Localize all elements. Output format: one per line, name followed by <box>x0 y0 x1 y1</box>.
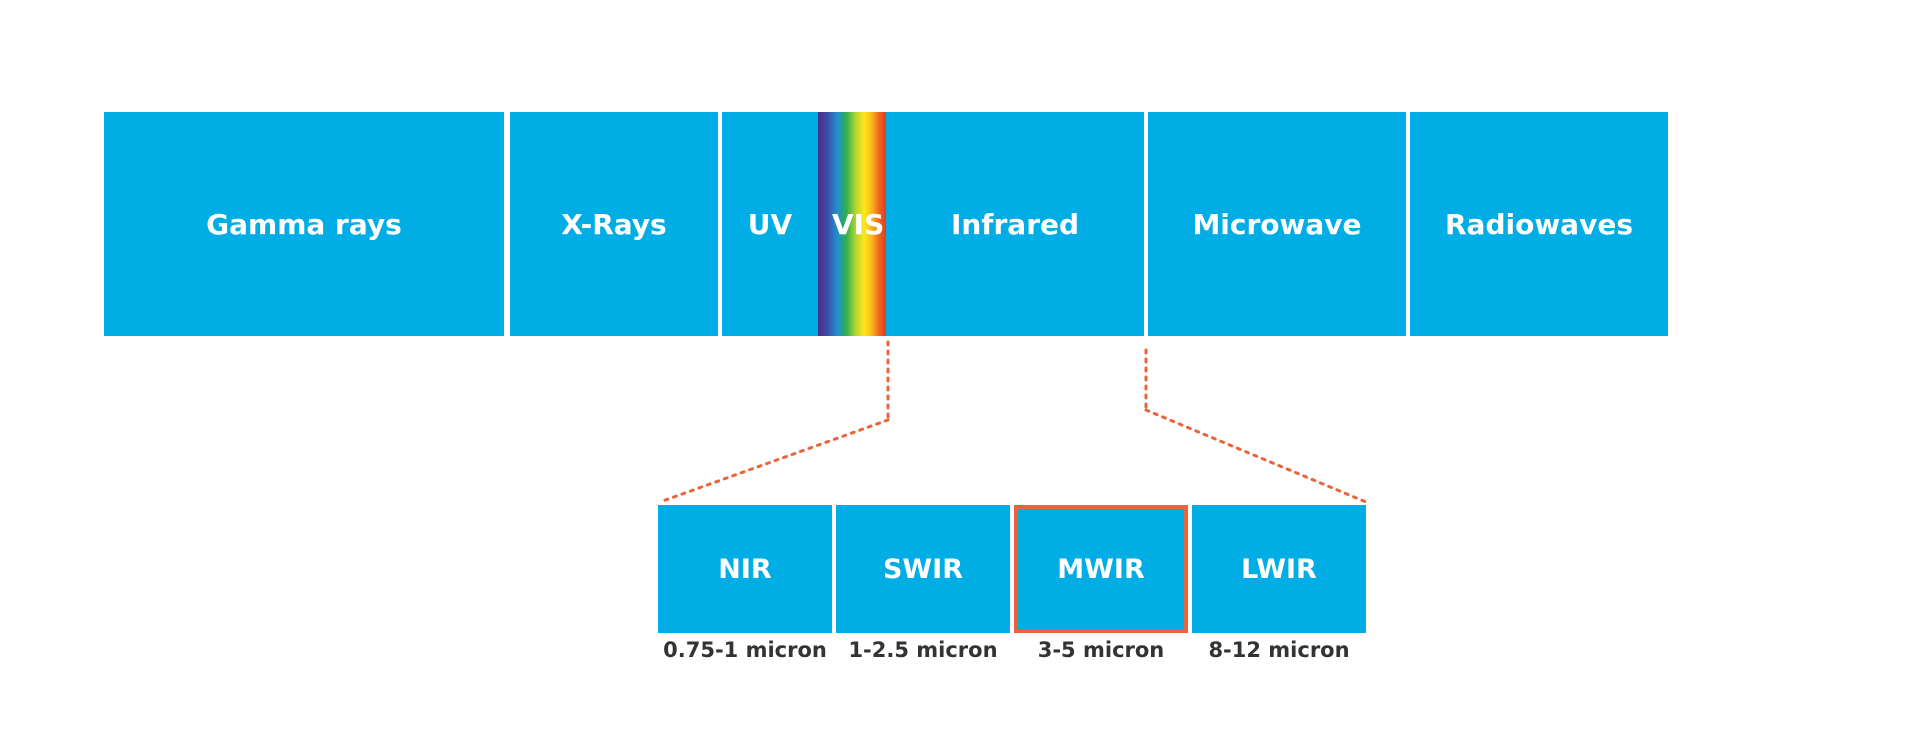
subband-nir-label: NIR <box>718 553 772 585</box>
band-x-rays: X-Rays <box>510 112 718 336</box>
band-visible-label: VIS <box>832 207 885 241</box>
band-gamma-rays-label: Gamma rays <box>206 207 402 241</box>
band-infrared-label: Infrared <box>950 207 1080 241</box>
subband-swir-label: SWIR <box>882 553 964 585</box>
subband-nir: NIR <box>658 505 832 633</box>
subband-mwir-range: 3-5 micron <box>1037 638 1165 662</box>
band-uv: UV <box>722 112 818 336</box>
subband-lwir-label: LWIR <box>1241 553 1317 585</box>
subband-swir-range: 1-2.5 micron <box>848 638 998 662</box>
subband-swir: SWIR <box>836 505 1010 633</box>
band-radiowaves-label: Radiowaves <box>1444 207 1633 241</box>
band-visible-rainbow: VIS <box>818 112 886 336</box>
subband-lwir: LWIR <box>1192 505 1366 633</box>
band-gamma-rays: Gamma rays <box>104 112 504 336</box>
subband-mwir-highlighted: MWIR <box>1014 505 1188 633</box>
subband-nir-range: 0.75-1 micron <box>663 638 827 662</box>
connector-left-diagonal <box>658 418 890 504</box>
band-microwave: Microwave <box>1148 112 1406 336</box>
subband-mwir-label: MWIR <box>1057 553 1145 585</box>
band-uv-label: UV <box>747 207 793 241</box>
band-x-rays-label: X-Rays <box>561 207 667 241</box>
band-infrared: Infrared <box>886 112 1144 336</box>
band-radiowaves: Radiowaves <box>1410 112 1668 336</box>
connector-right-diagonal <box>1144 408 1368 504</box>
band-microwave-label: Microwave <box>1192 207 1362 241</box>
subband-lwir-range: 8-12 micron <box>1208 638 1350 662</box>
